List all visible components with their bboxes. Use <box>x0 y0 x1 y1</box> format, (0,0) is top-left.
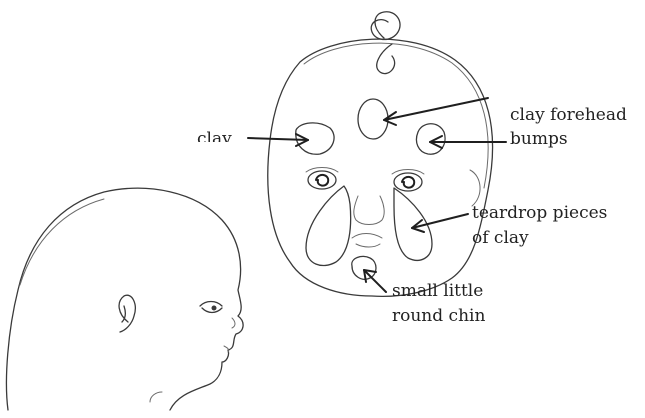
pointer-arrows <box>248 98 506 292</box>
arrow-forehead <box>384 98 488 120</box>
left-eye <box>306 168 338 190</box>
label-clay: clay <box>197 128 232 142</box>
forehead-bump-left <box>296 123 334 154</box>
side-view-head <box>6 188 243 410</box>
mouth <box>352 234 382 248</box>
profile-neck <box>150 392 162 402</box>
label-teardrop-pieces: teardrop pieces <box>472 202 607 224</box>
round-chin <box>352 256 376 279</box>
ear-right-hint <box>470 170 480 206</box>
right-eye <box>392 170 424 192</box>
teardrop-cheek-left <box>306 186 351 266</box>
profile-ear <box>119 295 135 332</box>
forehead-bump-right <box>416 124 445 154</box>
label-bumps: bumps <box>510 128 568 150</box>
profile-eye <box>200 302 222 313</box>
nose <box>354 196 384 225</box>
profile-nose <box>232 318 235 328</box>
profile-outline <box>6 188 243 410</box>
front-view-head <box>268 12 493 297</box>
arrow-clay <box>248 138 308 140</box>
label-round-chin: round chin <box>392 305 485 327</box>
head-outline <box>268 39 493 296</box>
label-clay-forehead: clay forehead <box>510 104 627 126</box>
forehead-bump-center <box>358 99 388 139</box>
label-small-little: small little <box>392 280 483 302</box>
label-of-clay: of clay <box>472 227 529 249</box>
